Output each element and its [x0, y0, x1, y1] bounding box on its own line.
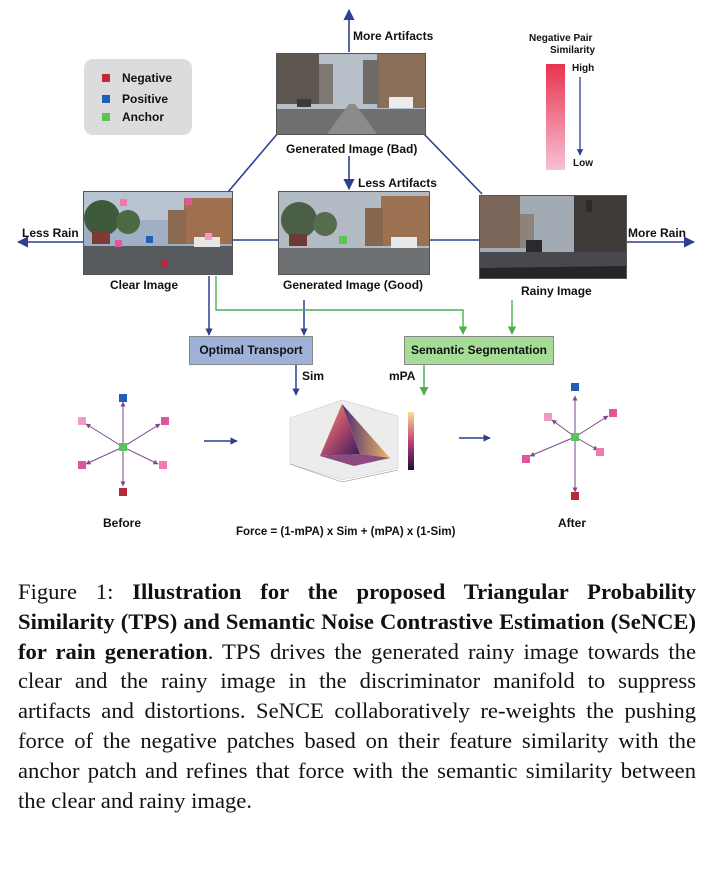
- less-rain-label: Less Rain: [22, 226, 79, 240]
- edge-bad-to-rainy: [422, 132, 483, 195]
- generated-good-label: Generated Image (Good): [283, 278, 424, 292]
- after-negative-patch: [544, 413, 552, 421]
- force-surface-plot: [289, 399, 414, 483]
- before-negative-patch: [78, 417, 86, 425]
- colorbar-low-label: Low: [573, 158, 593, 169]
- caption-body: . TPS drives the generated rainy image t…: [18, 638, 696, 813]
- plot-y-axis: [341, 469, 399, 483]
- after-negative-patch: [596, 448, 604, 456]
- colorbar-title-line2: Similarity: [550, 45, 596, 56]
- legend-label: Anchor: [122, 110, 164, 124]
- more-artifacts-label: More Artifacts: [353, 29, 434, 43]
- figure-1: Negative Positive Anchor Negative Pair S…: [16, 8, 696, 538]
- figure-connectors: [16, 8, 696, 445]
- figure-caption: Figure 1: Illustration for the proposed …: [18, 577, 696, 815]
- before-negative-patch: [78, 461, 86, 469]
- before-negative-patch: [161, 417, 169, 425]
- clear-image-label: Clear Image: [110, 278, 179, 292]
- street-scene-good: [279, 192, 429, 274]
- before-label: Before: [103, 516, 142, 530]
- more-rain-label: More Rain: [628, 226, 687, 240]
- after-negative-patch: [609, 409, 617, 417]
- surface-left-face: [320, 404, 360, 456]
- after-negative-patch: [522, 455, 530, 463]
- caption-bold-title: Illustration for the proposed Triangular…: [18, 579, 696, 664]
- legend-label: Positive: [122, 92, 169, 106]
- generated-image-bad: [276, 53, 426, 135]
- semantic-segmentation-box: Semantic Segmentation: [404, 336, 554, 365]
- colorbar: [546, 64, 565, 170]
- sim-label: Sim: [302, 369, 325, 383]
- before-star-diagram: [78, 394, 169, 496]
- rainy-image: [479, 195, 627, 279]
- legend-swatch-anchor: [102, 113, 110, 121]
- legend: Negative Positive Anchor: [84, 59, 192, 135]
- clear-to-seg-line: [215, 276, 468, 335]
- before-negative-patch: [159, 461, 167, 469]
- street-scene-clear: [84, 192, 232, 274]
- legend-label: Negative: [122, 71, 173, 85]
- colorbar-title-line1: Negative Pair: [529, 33, 593, 44]
- generated-image-good: [278, 191, 430, 275]
- after-anchor-patch: [571, 433, 579, 441]
- edge-bad-to-clear: [227, 132, 279, 193]
- less-artifacts-label: Less Artifacts: [358, 176, 437, 190]
- mpa-label: mPA: [389, 369, 416, 383]
- optimal-transport-box: Optimal Transport: [189, 336, 313, 365]
- before-negative-patch: [119, 488, 127, 496]
- colorbar-high-label: High: [572, 63, 595, 74]
- plot-x-axis: [289, 463, 343, 483]
- legend-swatch-positive: [102, 95, 110, 103]
- surface-right-face: [342, 404, 390, 458]
- legend-swatch-negative: [102, 74, 110, 82]
- caption-figure-label: Figure 1:: [18, 579, 114, 604]
- street-scene-bad: [277, 54, 425, 134]
- after-star-diagram: [522, 383, 617, 500]
- clear-image: [83, 191, 233, 275]
- before-positive-patch: [119, 394, 127, 402]
- after-positive-patch: [571, 383, 579, 391]
- after-label: After: [558, 516, 587, 530]
- after-negative-patch: [571, 492, 579, 500]
- rainy-image-label: Rainy Image: [521, 284, 592, 298]
- before-anchor-patch: [119, 443, 127, 451]
- surface-front-face: [320, 454, 390, 466]
- plot-colorbar: [408, 412, 414, 470]
- force-formula: Force = (1-mPA) x Sim + (mPA) x (1-Sim): [236, 526, 456, 538]
- street-scene-rainy: [480, 196, 626, 278]
- generated-bad-label: Generated Image (Bad): [286, 142, 418, 156]
